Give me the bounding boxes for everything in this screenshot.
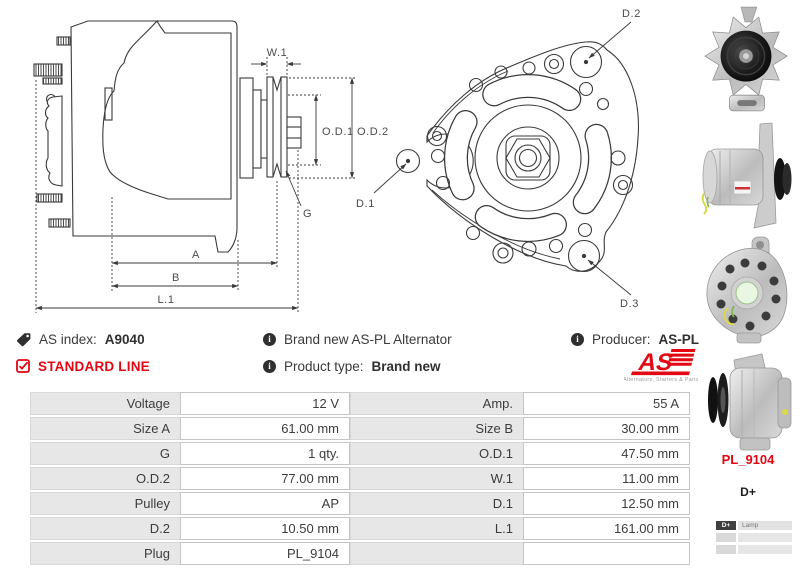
tag-icon — [17, 332, 31, 346]
spec-value: 12 V — [180, 392, 350, 415]
mini-table-row — [716, 533, 792, 542]
producer-row: i Producer: AS-PL — [571, 330, 699, 348]
dim-label-w1: W.1 — [267, 47, 288, 59]
spec-label: O.D.1 — [350, 442, 523, 465]
spec-label — [350, 542, 523, 565]
plug-code: PL_9104 — [721, 452, 775, 467]
brand-new-row: i Brand new AS-PL Alternator — [263, 330, 452, 348]
mini-header-lamp: Lamp — [738, 521, 792, 530]
dim-label-od1: O.D.1 — [322, 126, 354, 138]
standard-line-row: STANDARD LINE — [16, 357, 150, 375]
dim-label-b: B — [172, 272, 180, 284]
logo-text: AS — [636, 349, 676, 376]
spec-value: 1 qty. — [180, 442, 350, 465]
rivets — [426, 53, 634, 264]
spec-value: 30.00 mm — [523, 417, 690, 440]
vent-holes — [430, 61, 626, 257]
dim-label-l1: L.1 — [157, 294, 174, 306]
dim-label-od2: O.D.2 — [357, 126, 389, 138]
terminal-label: D+ — [740, 485, 756, 499]
pulley-drawing — [266, 76, 302, 178]
spec-table: Voltage 12 V Amp. 55 A Size A 61.00 mm S… — [30, 390, 690, 567]
spec-label: G — [30, 442, 180, 465]
spec-label: D.1 — [350, 492, 523, 515]
product-photo-side-left — [708, 353, 792, 451]
table-row: O.D.2 77.00 mm W.1 11.00 mm — [30, 467, 690, 490]
dim-label-d2: D.2 — [622, 8, 641, 20]
spec-label: Size B — [350, 417, 523, 440]
spec-value: 47.50 mm — [523, 442, 690, 465]
dim-label-d1: D.1 — [356, 198, 375, 210]
front-view-drawing — [373, 21, 639, 296]
as-index-value: A9040 — [104, 331, 145, 347]
spec-label: L.1 — [350, 517, 523, 540]
spec-label: O.D.2 — [30, 467, 180, 490]
product-type-label: Product type: — [284, 358, 364, 374]
dim-label-a: A — [192, 249, 200, 261]
g-leader-line — [285, 170, 302, 207]
table-row: Voltage 12 V Amp. 55 A — [30, 392, 690, 415]
spec-value: 77.00 mm — [180, 467, 350, 490]
as-index-row: AS index: A9040 — [16, 330, 145, 348]
spec-value: 61.00 mm — [180, 417, 350, 440]
product-photo-side-right — [701, 122, 792, 229]
plug-mini-table: D+ Lamp — [716, 521, 792, 557]
producer-value: AS-PL — [658, 331, 700, 347]
info-icon: i — [263, 359, 276, 373]
product-type-value: Brand new — [371, 358, 441, 374]
dim-label-g: G — [303, 208, 312, 220]
info-icon: i — [571, 332, 584, 346]
spec-label: D.2 — [30, 517, 180, 540]
table-row: D.2 10.50 mm L.1 161.00 mm — [30, 517, 690, 540]
standard-line-label: STANDARD LINE — [38, 358, 150, 374]
spec-label: W.1 — [350, 467, 523, 490]
spec-value: 12.50 mm — [523, 492, 690, 515]
mini-table-row — [716, 545, 792, 554]
logo-tagline: Alternators, Starters & Parts — [624, 377, 698, 383]
product-photo-rear — [706, 236, 788, 344]
brand-new-text: Brand new AS-PL Alternator — [284, 331, 452, 347]
mini-table-header: D+ Lamp — [716, 521, 792, 530]
spec-label: Plug — [30, 542, 180, 565]
side-view-drawing — [33, 20, 357, 313]
checkbox-icon — [16, 359, 30, 373]
table-row: G 1 qty. O.D.1 47.50 mm — [30, 442, 690, 465]
spec-value — [523, 542, 690, 565]
product-photo-front — [704, 6, 788, 112]
spec-value: 10.50 mm — [180, 517, 350, 540]
technical-drawings: W.1 O.D.1 O.D.2 G A B L.1 — [33, 8, 641, 313]
spec-label: Pulley — [30, 492, 180, 515]
as-pl-logo: AS Alternators, Starters & Parts — [624, 349, 698, 383]
table-row: Pulley AP D.1 12.50 mm — [30, 492, 690, 515]
producer-label: Producer: — [592, 331, 651, 347]
table-row: Size A 61.00 mm Size B 30.00 mm — [30, 417, 690, 440]
as-index-label: AS index: — [39, 331, 97, 347]
spec-label: Size A — [30, 417, 180, 440]
spec-value: 11.00 mm — [523, 467, 690, 490]
spec-value: 55 A — [523, 392, 690, 415]
info-icon: i — [263, 332, 276, 346]
mini-header-terminal: D+ — [716, 521, 736, 530]
product-type-row: i Product type: Brand new — [263, 357, 441, 375]
spec-value: AP — [180, 492, 350, 515]
table-row: Plug PL_9104 — [30, 542, 690, 565]
spec-label: Amp. — [350, 392, 523, 415]
spec-label: Voltage — [30, 392, 180, 415]
dim-label-d3: D.3 — [620, 298, 639, 310]
spec-value: PL_9104 — [180, 542, 350, 565]
spec-value: 161.00 mm — [523, 517, 690, 540]
